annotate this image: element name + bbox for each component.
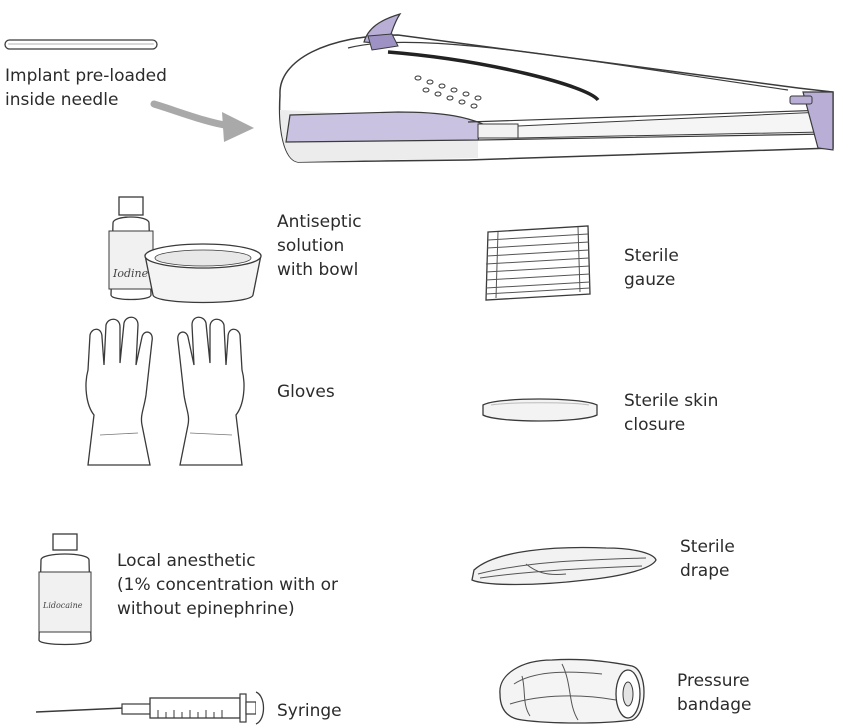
bandage-label-line-2: bandage: [677, 693, 751, 717]
drape-illustration: [466, 540, 662, 590]
gauze-label-line-1: Sterile: [624, 244, 679, 268]
antiseptic-label-line-3: with bowl: [277, 258, 362, 282]
antiseptic-label: Antiseptic solution with bowl: [277, 210, 362, 282]
syringe-label-text: Syringe: [277, 699, 342, 723]
implant-rod-illustration: [4, 38, 160, 52]
applicator-illustration: [268, 0, 842, 190]
skin-closure-label-line-2: closure: [624, 413, 718, 437]
antiseptic-illustration: Iodine: [105, 195, 265, 307]
skin-closure-label-line-1: Sterile skin: [624, 389, 718, 413]
anesthetic-vial-illustration: Lidocaine: [33, 532, 99, 648]
anesthetic-label-line-2: (1% concentration with or: [117, 573, 338, 597]
implant-label: Implant pre-loaded inside needle: [5, 64, 167, 112]
gloves-label: Gloves: [277, 380, 335, 404]
syringe-illustration: [34, 690, 270, 724]
drape-label: Sterile drape: [680, 535, 735, 583]
iodine-bottle-text: Iodine: [112, 267, 149, 280]
drape-label-line-2: drape: [680, 559, 735, 583]
anesthetic-label: Local anesthetic (1% concentration with …: [117, 549, 338, 621]
implant-label-line-1: Implant pre-loaded: [5, 64, 167, 88]
bandage-label: Pressure bandage: [677, 669, 751, 717]
skin-closure-label: Sterile skin closure: [624, 389, 718, 437]
gauze-label-line-2: gauze: [624, 268, 679, 292]
skin-closure-illustration: [477, 395, 603, 425]
antiseptic-label-line-1: Antiseptic: [277, 210, 362, 234]
gloves-illustration: [80, 315, 260, 470]
lidocaine-bottle-text: Lidocaine: [42, 601, 83, 610]
anesthetic-label-line-3: without epinephrine): [117, 597, 338, 621]
gauze-label: Sterile gauze: [624, 244, 679, 292]
gloves-label-text: Gloves: [277, 380, 335, 404]
arrow-icon: [150, 98, 260, 148]
gauze-illustration: [478, 222, 594, 304]
anesthetic-label-line-1: Local anesthetic: [117, 549, 338, 573]
bandage-illustration: [492, 654, 652, 726]
antiseptic-label-line-2: solution: [277, 234, 362, 258]
syringe-label: Syringe: [277, 699, 342, 723]
bandage-label-line-1: Pressure: [677, 669, 751, 693]
implant-label-line-2: inside needle: [5, 88, 167, 112]
drape-label-line-1: Sterile: [680, 535, 735, 559]
